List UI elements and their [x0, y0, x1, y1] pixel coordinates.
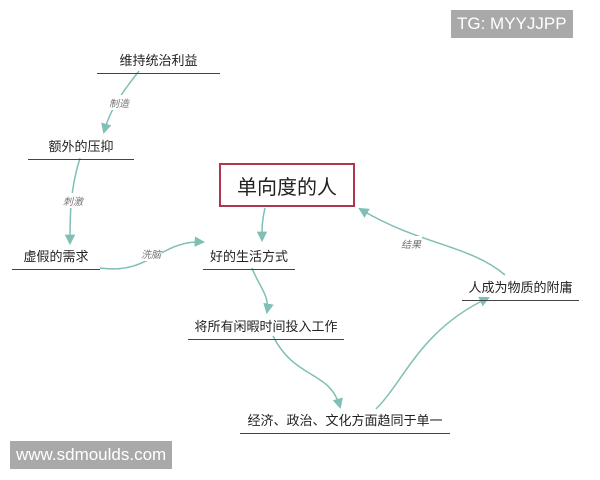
edge-label-brainwash: 洗脑 [140, 246, 162, 261]
node-label: 经济、政治、文化方面趋同于单一 [247, 414, 443, 429]
node-false-needs: 虚假的需求 [12, 246, 100, 270]
edge-label-make: 制造 [108, 95, 130, 110]
edge-central-to-lifestyle [256, 207, 268, 243]
watermark-text: www.sdmoulds.com [16, 445, 167, 464]
edge-lifestyle-to-leisure [251, 267, 274, 315]
node-label: 额外的压抑 [48, 140, 114, 155]
node-label: 好的生活方式 [209, 250, 288, 265]
node-maintain-rule: 维持统治利益 [97, 50, 220, 74]
node-human-attached: 人成为物质的附庸 [462, 277, 579, 301]
node-central-one-dimensional-man: 单向度的人 [219, 163, 355, 207]
node-good-lifestyle: 好的生活方式 [203, 246, 295, 270]
watermark-text: TG: MYYJJPP [457, 14, 567, 33]
node-label: 将所有闲暇时间投入工作 [194, 320, 338, 335]
node-label: 维持统治利益 [119, 54, 198, 69]
node-homogenize: 经济、政治、文化方面趋同于单一 [240, 410, 450, 434]
edge-label-stimulate: 刺激 [62, 193, 84, 208]
central-label: 单向度的人 [237, 174, 337, 199]
node-label: 人成为物质的附庸 [468, 281, 573, 296]
watermark-bottom-left: www.sdmoulds.com [10, 441, 173, 469]
edge-attached-to-central [358, 207, 506, 276]
node-extra-repression: 额外的压抑 [28, 136, 134, 160]
node-label: 虚假的需求 [23, 250, 89, 265]
node-invest-leisure: 将所有闲暇时间投入工作 [188, 316, 344, 340]
edge-label-result: 结果 [400, 236, 422, 251]
edge-leisure-to-homogenize [272, 335, 343, 410]
watermark-top-right: TG: MYYJJPP [451, 10, 573, 38]
edge-homogenize-to-attached [375, 296, 490, 410]
